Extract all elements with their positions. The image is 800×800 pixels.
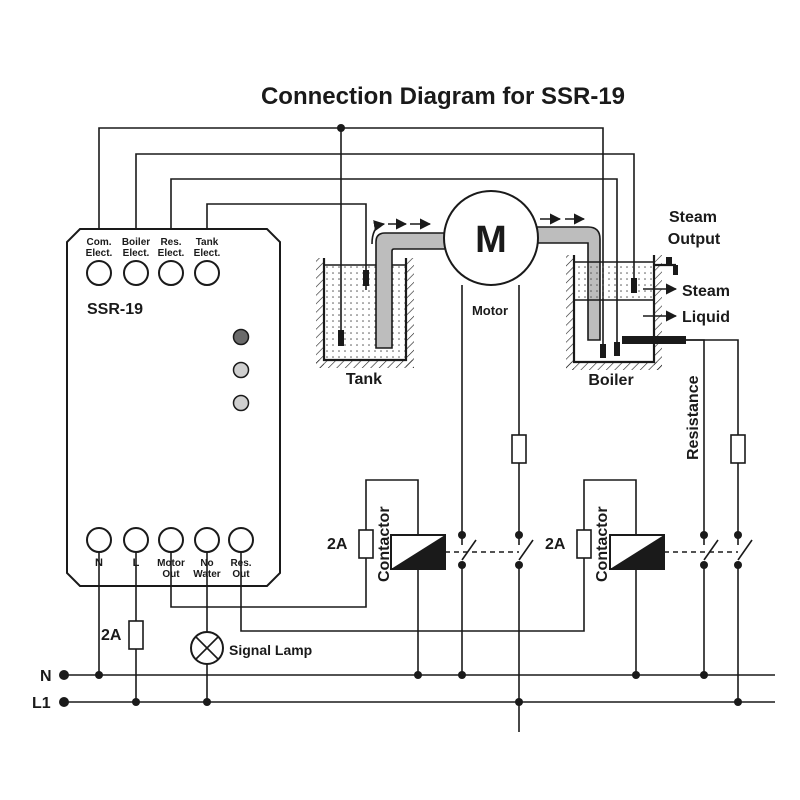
resistance-contactor: 2A Contactor bbox=[240, 479, 753, 702]
svg-text:Res.: Res. bbox=[160, 237, 181, 248]
diagram-title: Connection Diagram for SSR-19 bbox=[261, 83, 625, 110]
terminal-res-elect[interactable]: Res. Elect. bbox=[158, 237, 185, 286]
power-supply: N L1 2A Signal Lamp bbox=[32, 552, 775, 712]
svg-text:Com.: Com. bbox=[87, 237, 112, 248]
resistance-contactor-label: Contactor bbox=[594, 506, 611, 582]
terminal-com-elect[interactable]: Com. Elect. bbox=[86, 237, 113, 286]
motor: M Motor bbox=[443, 190, 539, 318]
motor-contactor-label: Contactor bbox=[376, 506, 393, 582]
resistance-fuse bbox=[730, 434, 746, 464]
led-indicator-3 bbox=[232, 394, 250, 412]
svg-text:Elect.: Elect. bbox=[123, 248, 150, 259]
led-indicator-2 bbox=[232, 361, 250, 379]
motor-contactor: 2A Contactor bbox=[170, 479, 534, 732]
tank-electrode-low bbox=[338, 330, 344, 346]
motor-label: Motor bbox=[472, 303, 508, 318]
heater-resistance bbox=[622, 336, 686, 344]
terminal-boiler-elect[interactable]: Boiler Elect. bbox=[122, 237, 150, 286]
svg-text:Boiler: Boiler bbox=[122, 237, 150, 248]
motor-fuse bbox=[511, 434, 527, 464]
motor-contactor-fuse-label: 2A bbox=[327, 536, 348, 553]
motor-wiring bbox=[461, 285, 527, 545]
signal-lamp bbox=[190, 631, 224, 665]
device-name: SSR-19 bbox=[87, 301, 143, 318]
boiler: Boiler Steam Liquid Steam Output bbox=[566, 209, 730, 389]
steam-output-label-1: Steam bbox=[669, 209, 717, 226]
svg-text:Elect.: Elect. bbox=[86, 248, 113, 259]
liquid-label: Liquid bbox=[682, 309, 730, 326]
resistance-contactor-fuse-label: 2A bbox=[545, 536, 566, 553]
svg-text:Elect.: Elect. bbox=[158, 248, 185, 259]
tank-electrode-high bbox=[363, 270, 369, 286]
line-n-label: N bbox=[40, 668, 52, 685]
motor-contactor-fuse bbox=[358, 529, 374, 559]
resistance-wiring: Resistance bbox=[685, 339, 746, 545]
supply-fuse bbox=[128, 620, 144, 650]
ssr19-device: SSR-19 Com. Elect. Boiler Elect. Res. El… bbox=[66, 228, 281, 587]
resistance-label: Resistance bbox=[685, 375, 702, 460]
svg-text:Tank: Tank bbox=[196, 237, 219, 248]
terminal-tank-elect[interactable]: Tank Elect. bbox=[194, 237, 221, 286]
signal-lamp-label: Signal Lamp bbox=[229, 642, 312, 658]
motor-symbol: M bbox=[475, 219, 507, 261]
boiler-label: Boiler bbox=[588, 372, 633, 389]
tank-label: Tank bbox=[346, 371, 382, 388]
tank: Tank bbox=[316, 258, 414, 388]
led-indicator-1 bbox=[232, 328, 250, 346]
steam-label: Steam bbox=[682, 283, 730, 300]
line-l1-label: L1 bbox=[32, 695, 51, 712]
boiler-electrode-res bbox=[614, 342, 620, 356]
boiler-electrode-com bbox=[600, 344, 606, 358]
svg-text:Elect.: Elect. bbox=[194, 248, 221, 259]
boiler-electrode-high bbox=[631, 278, 637, 293]
supply-fuse-label: 2A bbox=[101, 627, 122, 644]
steam-output-label-2: Output bbox=[668, 231, 721, 248]
resistance-contactor-fuse bbox=[576, 529, 592, 559]
